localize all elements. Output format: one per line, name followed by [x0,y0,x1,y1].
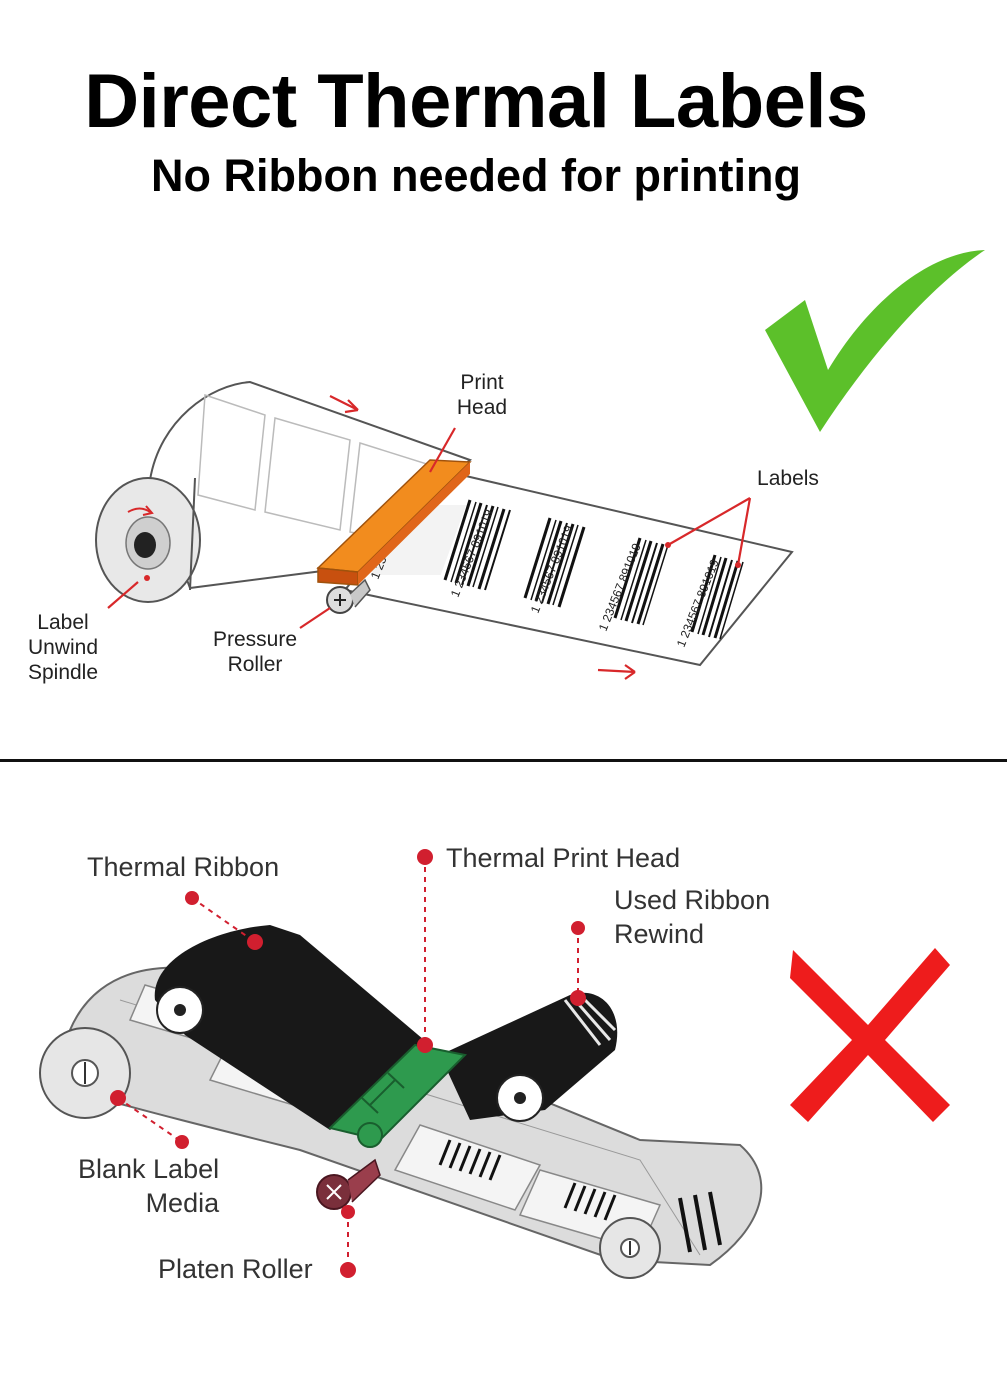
thermal-ribbon [154,925,430,1130]
page-title: Direct Thermal Labels [84,59,868,144]
platen-roller-label: Platen Roller [158,1254,313,1284]
print-head-label: Print Head [456,371,508,419]
thermal-print-head-label: Thermal Print Head [446,843,681,873]
section-divider [0,759,1007,762]
used-ribbon [440,992,618,1120]
unwind-spindle-icon [134,532,156,558]
label-unwind-spindle-label: Label Unwind Spindle [27,611,99,684]
labels-label: Labels [757,467,819,490]
blank-label-media-label: Blank Label Media [78,1154,220,1218]
cross-icon [790,948,950,1122]
thermal-ribbon-label: Thermal Ribbon [87,852,280,882]
label-roll-web [148,380,473,590]
pressure-roller-label: Pressure Roller [212,628,298,676]
used-ribbon-rewind-label: Used Ribbon Rewind [614,885,771,949]
callout-markers [110,849,586,1278]
direct-thermal-diagram: 1 234567 891019 1 234567 891019 1 234567… [95,250,985,680]
page-subtitle: No Ribbon needed for printing [151,150,801,201]
checkmark-icon [765,250,985,432]
